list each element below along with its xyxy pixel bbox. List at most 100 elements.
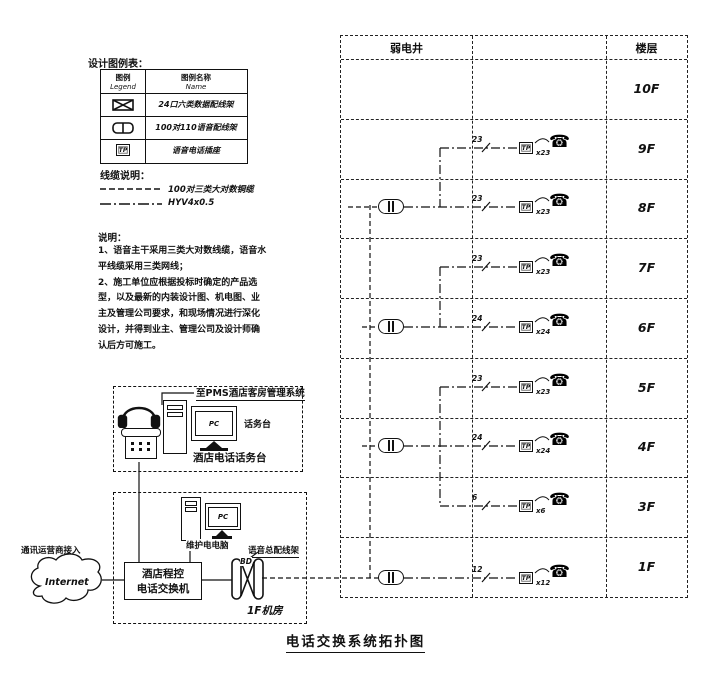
tp-socket: TP <box>519 500 533 512</box>
socket-multiplier: x23 <box>536 268 551 276</box>
count-tick-marks <box>481 142 491 583</box>
internet-cloud-label: Internet <box>45 577 89 588</box>
headset-icon <box>117 406 161 428</box>
telephone-icon: ☎ <box>549 490 571 510</box>
mdf-label: 语音总配线架 <box>248 546 300 558</box>
tp-to-phone-arcs <box>534 138 550 574</box>
socket-multiplier: x23 <box>536 208 551 216</box>
console-label: 话务台 <box>244 420 272 430</box>
tp-socket-icon: TP <box>116 144 130 156</box>
tp-socket: TP <box>519 321 533 333</box>
socket-multiplier: x23 <box>536 388 551 396</box>
shaft-column-header: 弱电井 <box>390 42 423 55</box>
note-line: 主及管理公司要求，和现场情况进行深化 <box>98 309 261 319</box>
floor-label-10f: 10F <box>633 81 660 96</box>
trunk-cable-dashed <box>262 204 378 579</box>
floor-dash-dot-cables <box>404 147 518 579</box>
internet-cloud-icon <box>30 553 102 604</box>
console-monitor-base <box>200 448 228 451</box>
mdf-frame-icon <box>231 558 264 600</box>
riser-table: 弱电井 楼层 10F 9F 8F 7F 6F 5F 4F 3F 1F <box>340 35 688 598</box>
console-pc-tower-icon <box>163 400 187 454</box>
maintenance-pc-label: PC <box>208 506 238 527</box>
note-line: 型，以及最新的内装设计图、机电图、业 <box>98 293 261 304</box>
note-line: 平线缆采用三类网线； <box>98 261 189 272</box>
floor-patch-panel-4f <box>378 438 404 453</box>
tp-socket: TP <box>519 201 533 213</box>
machine-room-box <box>113 492 307 624</box>
floor-label-7f: 7F <box>637 260 656 275</box>
cable-count: 24 <box>472 433 483 442</box>
floor-column-header: 楼层 <box>635 42 658 55</box>
maintenance-monitor-stand <box>216 530 228 536</box>
cable-count: 12 <box>472 565 483 574</box>
cable-legend-label: HYV4x0.5 <box>168 198 215 208</box>
dash-dot-line-sample <box>100 203 162 205</box>
diagram-title: 电话交换系统拓扑图 <box>0 630 711 653</box>
cable-count: 23 <box>472 374 483 383</box>
legend-header-symbol: 图例 Legend <box>110 73 136 91</box>
legend-heading: 设计图例表： <box>88 59 148 70</box>
maintenance-pc-caption: 维护电电脑 <box>186 539 229 551</box>
pbx-label-line1: 酒店程控 <box>142 568 184 580</box>
machine-room-label: 1F机房 <box>247 605 283 617</box>
notes-heading: 说明： <box>98 233 127 244</box>
socket-multiplier: x12 <box>536 579 551 587</box>
floor-label-8f: 8F <box>637 200 656 215</box>
legend-row-name: 100对110语音配线架 <box>155 123 237 132</box>
telephone-icon: ☎ <box>549 371 571 391</box>
cable-count: 24 <box>472 314 483 323</box>
floor-label-3f: 3F <box>637 499 656 514</box>
pms-link-label: 至PMS酒店客房管理系统 <box>196 388 305 401</box>
legend-header-name: 图例名称 Name <box>181 73 211 91</box>
pbx-label-line2: 电话交换机 <box>136 583 190 596</box>
maintenance-monitor-icon: PC <box>205 503 241 530</box>
socket-multiplier: x24 <box>536 447 551 455</box>
note-line: 认后方可施工。 <box>98 340 162 351</box>
telephone-icon: ☎ <box>549 251 571 271</box>
floor-label-6f: 6F <box>637 320 656 335</box>
operator-room-label: 酒店电话话务台 <box>193 452 267 464</box>
notes-text: 1、语音主干采用三类大对数线缆，语音水 平线缆采用三类网线； 2、施工单位应根据… <box>98 244 284 354</box>
operator-room-box <box>113 386 303 472</box>
floor-patch-panel-8f <box>378 199 404 214</box>
console-pc-label: PC <box>194 410 234 437</box>
telephone-icon: ☎ <box>549 562 571 582</box>
tp-socket: TP <box>519 572 533 584</box>
riser-table-divider-1 <box>472 36 473 597</box>
floor-label-1f: 1F <box>637 559 656 574</box>
console-phone-icon <box>125 436 157 459</box>
telephone-icon: ☎ <box>549 430 571 450</box>
wan-access-label: 通讯运营商接入 <box>21 546 81 556</box>
note-line: 1、语音主干采用三类大对数线缆，语音水 <box>98 246 267 256</box>
cable-count: 6 <box>472 493 478 502</box>
cable-count: 23 <box>472 135 483 144</box>
cable-legend-heading: 线缆说明： <box>100 171 150 182</box>
socket-multiplier: x24 <box>536 328 551 336</box>
note-line: 2、施工单位应根据投标时确定的产品选 <box>98 277 258 288</box>
floor-patch-panel-6f <box>378 319 404 334</box>
note-line: 设计，并得到业主、管理公司及设计师确 <box>98 324 261 335</box>
socket-multiplier: x6 <box>536 507 546 515</box>
riser-table-divider-2 <box>606 36 607 597</box>
console-monitor-stand <box>206 441 222 448</box>
legend-table: 图例 Legend 图例名称 Name 24口六类数据配线架 100对110语音… <box>100 69 248 164</box>
tp-socket: TP <box>519 261 533 273</box>
telephone-icon: ☎ <box>549 191 571 211</box>
legend-row-name: 语音电话插座 <box>172 146 220 155</box>
mdf-symbol-label: BD <box>240 557 252 566</box>
telephone-icon: ☎ <box>549 132 571 152</box>
console-monitor-icon: PC <box>191 406 237 441</box>
data-patch-panel-icon <box>112 99 134 111</box>
floor-label-4f: 4F <box>637 439 656 454</box>
tp-socket: TP <box>519 142 533 154</box>
floor-label-5f: 5F <box>637 380 656 395</box>
pbx-box: 酒店程控 电话交换机 <box>124 562 202 600</box>
cable-count: 23 <box>472 194 483 203</box>
maintenance-monitor-base <box>212 536 232 539</box>
dashed-line-sample <box>100 188 162 190</box>
tp-socket: TP <box>519 440 533 452</box>
voice-patch-panel-icon <box>112 122 134 134</box>
cable-legend-label: 100对三类大对数铜缆 <box>168 185 254 195</box>
